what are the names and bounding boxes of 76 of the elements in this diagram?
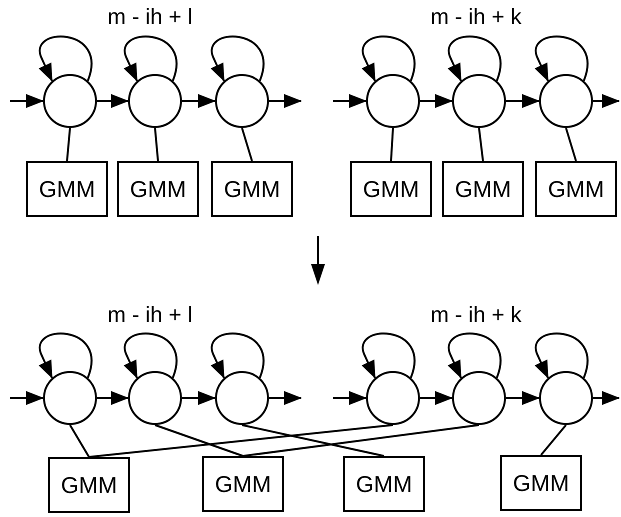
- node-label: GMM: [362, 176, 420, 202]
- arrow: [269, 94, 302, 108]
- connector-line: [88, 424, 394, 458]
- gmm-box: [202, 456, 284, 512]
- node-label: GMM: [548, 176, 604, 202]
- gmm-box: [442, 161, 524, 217]
- connector-line: [390, 128, 394, 162]
- arrow: [10, 94, 44, 108]
- gmm-box: [350, 161, 432, 217]
- self-loop-arrow: [534, 332, 588, 379]
- connector-line: [154, 424, 244, 457]
- arrow: [506, 94, 540, 108]
- state-circle: [43, 371, 97, 425]
- arrow: [420, 391, 453, 405]
- arrow: [333, 391, 367, 405]
- node-label: GMM: [130, 176, 186, 202]
- state-circle: [128, 371, 182, 425]
- model-title: m - ih + k: [430, 302, 522, 328]
- arrow: [420, 94, 453, 108]
- state-circle: [43, 74, 97, 128]
- gmm-box: [26, 161, 108, 217]
- connector-line: [241, 128, 253, 162]
- connector-line: [242, 424, 480, 457]
- gmm-box: [535, 161, 617, 217]
- gmm-box: [117, 161, 199, 217]
- state-circle: [215, 371, 269, 425]
- self-loop-arrow: [210, 36, 264, 82]
- state-circle: [452, 371, 506, 425]
- self-loop-arrow: [210, 332, 264, 379]
- node-label: GMM: [512, 470, 570, 496]
- arrow: [593, 391, 620, 405]
- state-circle: [128, 74, 182, 128]
- state-circle: [539, 371, 593, 425]
- arrow: [182, 94, 216, 108]
- arrow: [269, 391, 302, 405]
- arrow: [506, 391, 540, 405]
- connector-line: [540, 424, 567, 456]
- arrow: [10, 391, 44, 405]
- state-circle: [215, 74, 269, 128]
- gmm-box: [500, 455, 582, 511]
- node-label: GMM: [60, 472, 118, 498]
- self-loop-arrow: [362, 36, 416, 82]
- model-title: m - ih + l: [108, 302, 192, 328]
- arrow: [97, 391, 129, 405]
- connector-line: [478, 128, 484, 162]
- connector-line: [242, 424, 384, 457]
- state-circle: [452, 74, 506, 128]
- arrow: [593, 94, 620, 108]
- connector-line: [565, 128, 577, 162]
- self-loop-arrow: [124, 332, 178, 379]
- self-loop-arrow: [362, 332, 416, 379]
- arrow: [333, 94, 367, 108]
- self-loop-arrow: [448, 332, 502, 379]
- self-loop-arrow: [448, 36, 502, 82]
- gmm-box: [343, 456, 425, 512]
- self-loop-arrow: [124, 36, 178, 82]
- model-title: m - ih + l: [108, 4, 192, 30]
- node-label: GMM: [356, 470, 412, 498]
- gmm-box: [211, 161, 293, 217]
- node-label: GMM: [224, 176, 280, 202]
- node-label: GMM: [454, 176, 512, 202]
- model-title: m - ih + k: [430, 4, 522, 30]
- state-circle: [539, 74, 593, 128]
- connector-line: [66, 128, 71, 162]
- connector-line: [69, 424, 90, 458]
- self-loop-arrow: [38, 36, 92, 82]
- connector-line: [154, 128, 159, 162]
- self-loop-arrow: [534, 36, 588, 82]
- node-label: GMM: [214, 470, 272, 498]
- arrow: [97, 94, 129, 108]
- arrow: [182, 391, 216, 405]
- state-circle: [366, 74, 420, 128]
- self-loop-arrow: [38, 332, 92, 379]
- state-circle: [366, 371, 420, 425]
- node-label: GMM: [38, 176, 96, 202]
- gmm-box: [48, 457, 130, 513]
